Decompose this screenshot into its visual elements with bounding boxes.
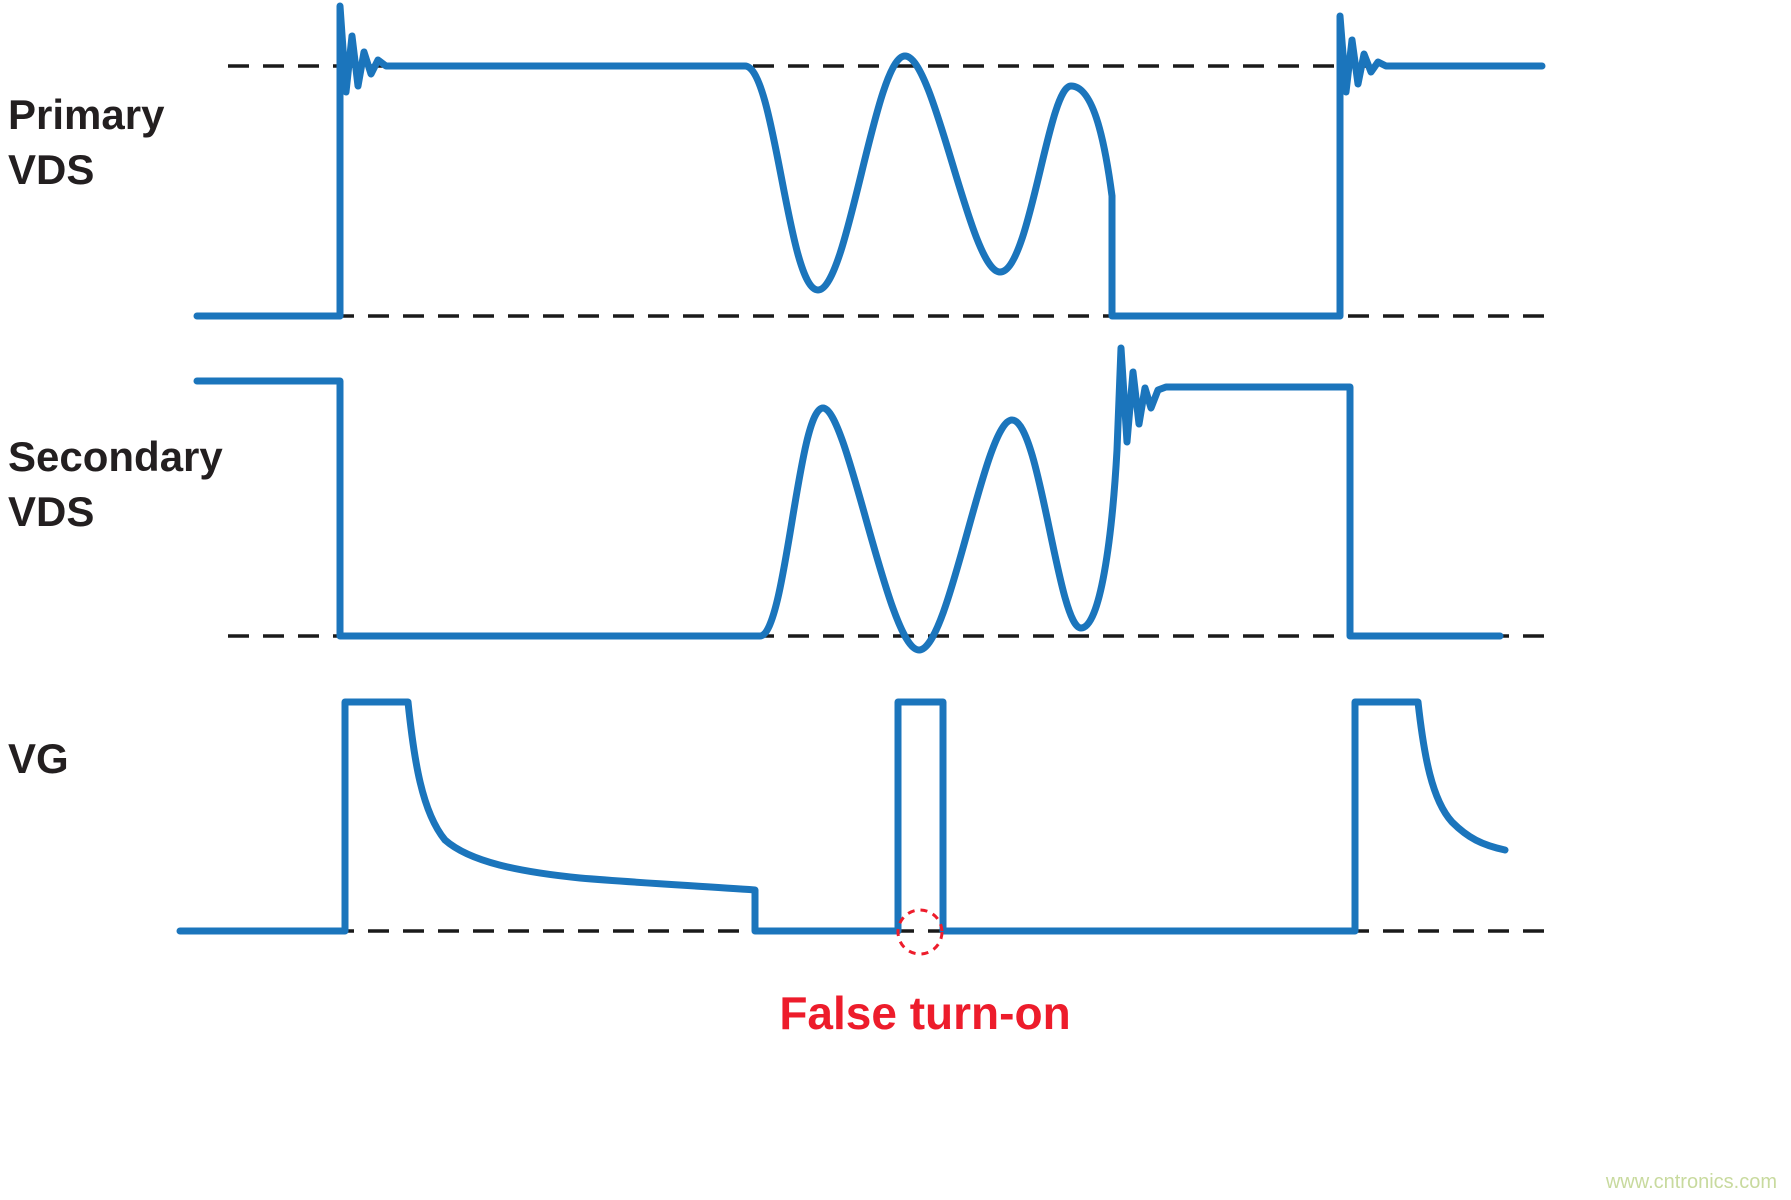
primary-vds-label: Primary VDS (8, 91, 165, 193)
secondary-vds-trace (193, 344, 1504, 654)
vg-trace (176, 698, 1509, 935)
false-turn-on-annotation: False turn-on (779, 987, 1071, 1039)
primary-vds-trace (193, 2, 1546, 320)
secondary-vds-label: Secondary VDS (8, 433, 223, 535)
watermark-text: www.cntronics.com (1605, 1171, 1777, 1193)
false-turn-on-circle (896, 908, 944, 956)
vg-label: VG (8, 735, 69, 782)
